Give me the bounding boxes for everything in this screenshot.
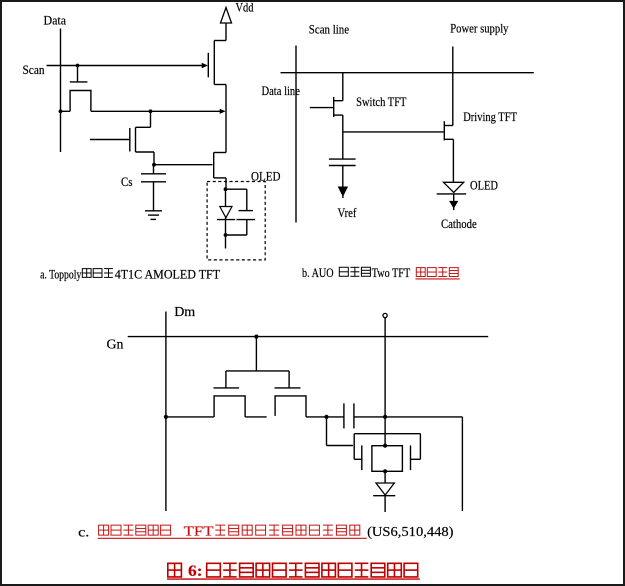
svg-text:Scan: Scan	[23, 62, 45, 77]
svg-text:Vdd: Vdd	[236, 0, 254, 15]
svg-text:a. Toppoly: a. Toppoly	[40, 267, 82, 281]
svg-text:Dm: Dm	[174, 305, 195, 320]
svg-text:(US6,510,448): (US6,510,448)	[367, 525, 454, 540]
svg-text:Data: Data	[44, 13, 67, 28]
svg-text:Driving TFT: Driving TFT	[463, 109, 517, 124]
svg-text:OLED: OLED	[470, 177, 498, 192]
svg-text:Cs: Cs	[121, 174, 133, 189]
svg-text:Data line: Data line	[262, 83, 301, 98]
svg-text:Gn: Gn	[107, 337, 124, 352]
svg-text:Scan line: Scan line	[309, 21, 349, 36]
svg-text:c.: c.	[78, 524, 89, 539]
svg-text:TFT: TFT	[184, 524, 215, 539]
svg-text:4T1C AMOLED TFT: 4T1C AMOLED TFT	[115, 267, 221, 281]
svg-text:b. AUO: b. AUO	[302, 266, 334, 280]
svg-text:Two TFT: Two TFT	[372, 266, 411, 280]
svg-text:6:: 6:	[188, 563, 203, 580]
svg-text:Switch TFT: Switch TFT	[356, 94, 406, 109]
svg-text:Power supply: Power supply	[450, 21, 509, 36]
svg-text:Cathode: Cathode	[441, 216, 477, 231]
svg-text:Vref: Vref	[338, 205, 358, 220]
svg-text:OLED: OLED	[251, 168, 281, 183]
